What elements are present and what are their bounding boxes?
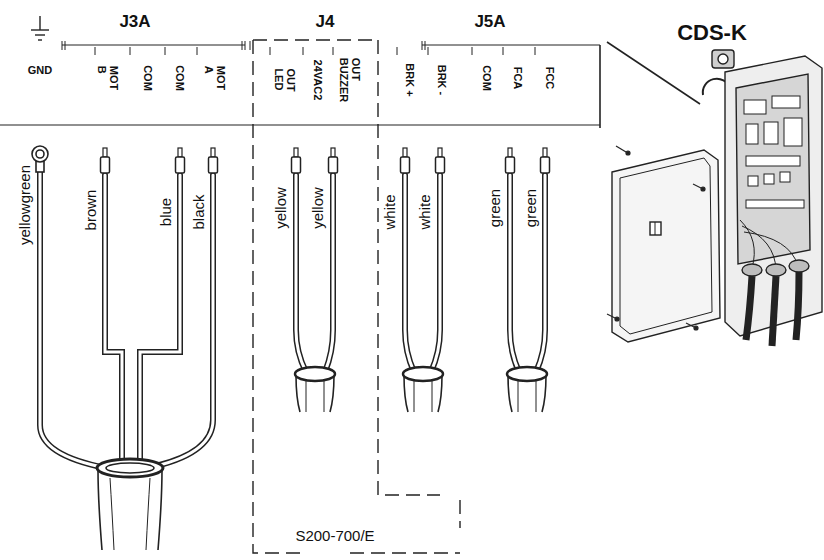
terminal-name: COM <box>174 65 186 91</box>
wire-color: yellow <box>273 187 290 229</box>
wire-color: green <box>487 189 504 227</box>
connector-name: J4 <box>316 13 335 32</box>
terminal-name: FCA <box>512 67 524 90</box>
terminal-name: COM <box>481 65 493 91</box>
terminal-name: BRK - <box>436 65 448 96</box>
terminal-name: MOT B <box>96 66 120 90</box>
wire-color: blue <box>158 198 175 226</box>
terminal-name: COM <box>142 65 154 91</box>
wire-color: yellow <box>310 187 327 229</box>
terminal-name: OUT BUZZER <box>338 58 362 103</box>
unit-name: CDS-K <box>677 21 747 45</box>
ferrules <box>101 148 550 173</box>
terminal-name: OUT LED <box>273 68 297 91</box>
cables <box>97 367 547 550</box>
terminal-name: BRK + <box>404 63 416 96</box>
terminal-name: FCC <box>544 67 556 90</box>
connector-name: J5A <box>474 13 505 32</box>
ground-symbol <box>31 16 49 40</box>
terminal-name: GND <box>28 64 52 76</box>
control-box-illustration <box>607 42 822 346</box>
wire-color: black <box>191 194 208 229</box>
wire-color: yellowgreen <box>17 165 34 245</box>
wires <box>40 166 545 468</box>
wire-color: white <box>382 194 399 229</box>
terminal-name: MOT A <box>203 66 227 90</box>
header-lines <box>0 41 600 128</box>
wire-color: brown <box>83 190 100 231</box>
s200-boundary <box>253 40 460 553</box>
model-label: S200-700/E <box>295 528 374 545</box>
wire-color: green <box>523 189 540 227</box>
wire-color: white <box>417 194 434 229</box>
ring-terminal <box>32 146 48 172</box>
terminal-name: 24VAC2 <box>312 60 324 101</box>
connector-name: J3A <box>119 13 150 32</box>
